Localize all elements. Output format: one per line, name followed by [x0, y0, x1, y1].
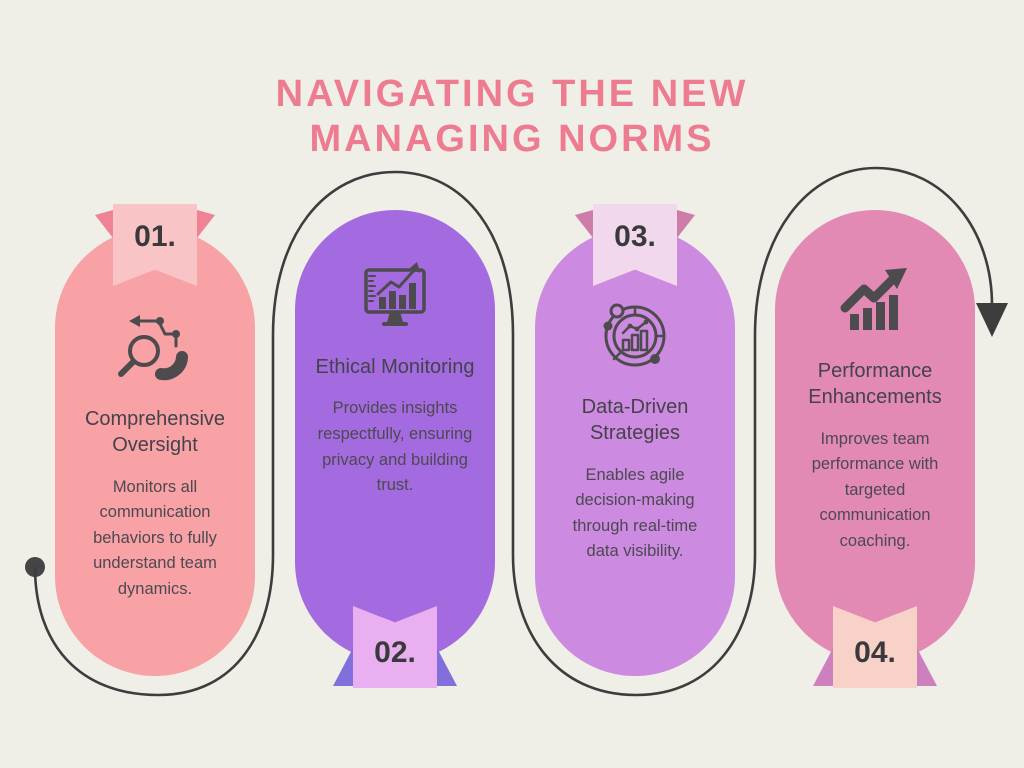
step-card-3: Data-Driven Strategies Enables agile dec…: [535, 228, 735, 676]
step-card-4: Performance Enhancements Improves team p…: [775, 210, 975, 662]
page-title: NAVIGATING THE NEW MANAGING NORMS: [0, 72, 1024, 162]
ribbon-fold: [95, 210, 113, 238]
card-body: Improves team performance with targeted …: [811, 429, 939, 551]
growth-arrow-icon: [840, 268, 907, 330]
step-number: 02.: [374, 636, 416, 669]
ribbon-fold: [575, 210, 593, 238]
data-lens-icon: [603, 303, 666, 367]
flow-arrowhead-icon: [976, 303, 1008, 337]
card-heading: Data-Driven Strategies: [581, 396, 689, 445]
ribbon-fold: [437, 648, 457, 686]
ribbon-fold: [813, 648, 833, 686]
step-card-1: Comprehensive Oversight Monitors all com…: [55, 228, 255, 676]
monitor-chart-icon: [364, 262, 426, 326]
step-number: 01.: [134, 220, 176, 253]
ribbon-fold: [677, 210, 695, 238]
step-number: 04.: [854, 636, 896, 669]
page-title-line1: NAVIGATING THE NEW: [275, 73, 749, 115]
search-call-icon: [118, 315, 188, 381]
card-heading: Performance Enhancements: [808, 360, 942, 409]
ribbon-fold: [197, 210, 215, 238]
flow-start-dot: [25, 557, 45, 577]
page-title-line2: MANAGING NORMS: [309, 117, 715, 160]
card-heading: Comprehensive Oversight: [84, 408, 226, 457]
step-number: 03.: [614, 220, 656, 253]
ribbon-fold: [333, 648, 353, 686]
ribbon-fold: [917, 648, 937, 686]
card-body: Monitors all communication behaviors to …: [93, 477, 217, 599]
card-body: Enables agile decision-making through re…: [572, 465, 698, 561]
card-body: Provides insights respectfully, ensuring…: [317, 399, 473, 495]
step-card-2: Ethical Monitoring Provides insights res…: [295, 210, 495, 662]
card-heading: Ethical Monitoring: [315, 356, 475, 378]
